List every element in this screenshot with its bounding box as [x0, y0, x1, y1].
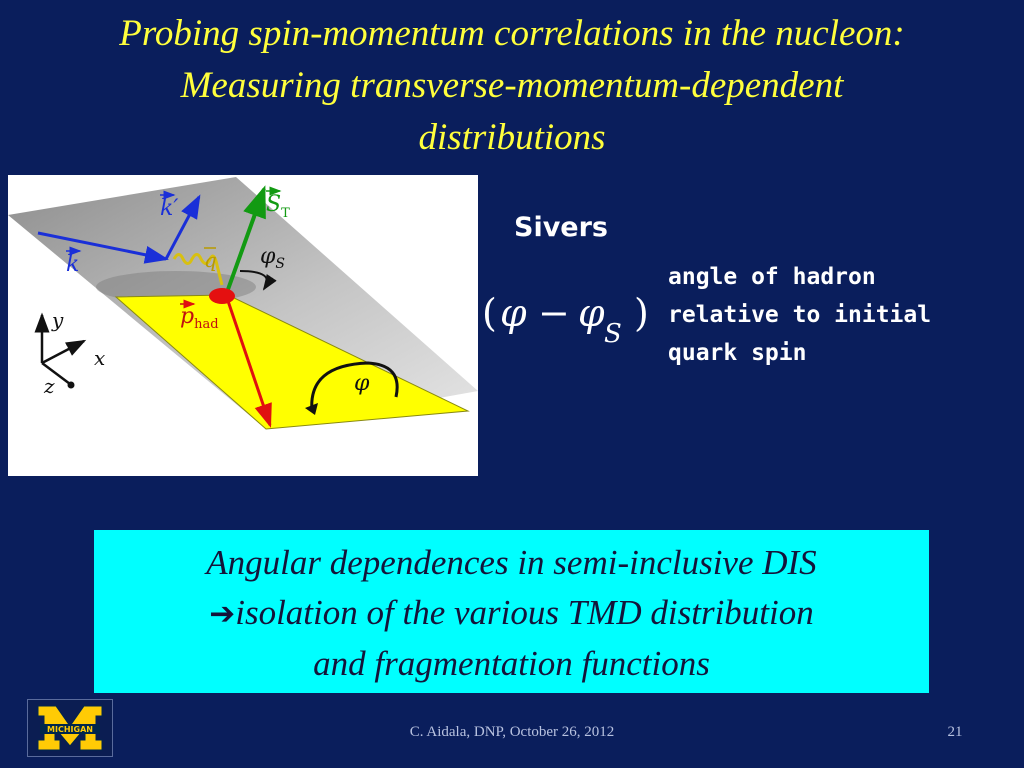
virtual-photon-wave — [172, 253, 224, 286]
phi-s-arc — [239, 270, 277, 291]
university-logo: MICHIGAN — [27, 699, 113, 757]
p-had-label: phad — [180, 304, 219, 332]
phi-s-label-sub: S — [275, 256, 285, 272]
callout-line-2-text: isolation of the various TMD distributio… — [235, 593, 814, 632]
title-line-2: Measuring transverse-momentum-dependent — [180, 65, 844, 106]
spin-label-sub: T — [281, 206, 290, 221]
footer-citation: C. Aidala, DNP, October 26, 2012 — [409, 724, 615, 740]
callout-line-3: and fragmentation functions — [313, 644, 710, 683]
x-axis-label: x — [94, 346, 105, 370]
sivers-angle-formula: ( φ − φ S ) — [482, 282, 657, 352]
formula-minus: − — [538, 291, 570, 335]
incoming-lepton-arrow — [37, 231, 169, 264]
k-prime-label: k′ — [160, 196, 178, 221]
sivers-label: Sivers — [514, 212, 608, 243]
page-number: 21 — [947, 724, 963, 740]
hadron-momentum-arrow — [224, 294, 272, 428]
y-axis-label: y — [51, 308, 64, 332]
q-label: q — [204, 248, 217, 272]
phi-label: φ — [354, 371, 370, 396]
annotation-line-3: quark spin — [668, 340, 807, 366]
phi-arc — [310, 361, 399, 412]
formula-phi: φ — [500, 291, 527, 335]
formula-subscript-s: S — [604, 319, 622, 349]
slide-title: Probing spin-momentum correlations in th… — [40, 8, 984, 164]
spin-vector-arrow — [224, 185, 266, 296]
z-axis-label: z — [43, 374, 55, 398]
title-line-3: distributions — [418, 117, 606, 158]
logo-wordmark: MICHIGAN — [47, 725, 93, 734]
summary-callout-box: Angular dependences in semi-inclusive DI… — [94, 530, 929, 693]
formula-phi-s: φ — [578, 291, 605, 335]
formula-svg: ( φ − φ S ) — [482, 291, 649, 349]
z-axis-dot — [67, 381, 75, 389]
phi-s-label-main: φ — [260, 244, 276, 269]
spin-label-main: S — [266, 192, 281, 217]
kinematics-diagram-svg: k′ k q ST φS phad φ y x — [8, 177, 478, 430]
scattered-lepton-arrow — [164, 194, 201, 260]
right-arrow-icon: ➔ — [209, 596, 236, 632]
annotation-line-1: angle of hadron — [668, 264, 876, 290]
annotation-line-2: relative to initial — [668, 302, 932, 328]
phi-s-label: φS — [260, 244, 285, 272]
x-axis-arrow — [41, 339, 87, 365]
spin-label: ST — [266, 192, 290, 221]
formula-close-paren: ) — [634, 291, 649, 335]
callout-line-2: ➔isolation of the various TMD distributi… — [94, 588, 929, 639]
hadron-plane — [114, 294, 470, 430]
k-label: k — [66, 252, 79, 277]
phi-arc-head — [305, 403, 318, 415]
title-line-1: Probing spin-momentum correlations in th… — [119, 13, 905, 54]
michigan-block-m-icon: MICHIGAN — [37, 705, 103, 751]
p-had-label-sub: had — [194, 317, 218, 332]
interaction-vertex — [209, 288, 235, 304]
p-had-label-main: p — [180, 304, 194, 329]
z-axis-line — [41, 362, 71, 385]
callout-line-1: Angular dependences in semi-inclusive DI… — [206, 543, 817, 582]
kinematics-diagram: k′ k q ST φS phad φ y x — [8, 175, 478, 476]
sivers-annotation: angle of hadron relative to initial quar… — [668, 258, 968, 372]
formula-open-paren: ( — [482, 291, 497, 335]
